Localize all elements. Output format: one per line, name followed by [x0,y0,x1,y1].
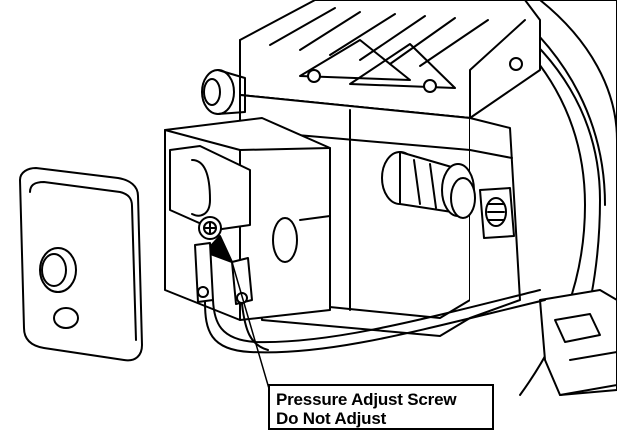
fan-shroud [239,0,541,119]
callout-leader [231,261,271,393]
motor-bracket [539,289,617,396]
rear-port-fitting [201,69,246,115]
callout-line-1: Pressure Adjust Screw [276,390,457,409]
wire-harness [204,289,546,354]
pressure-adjust-screw [198,216,233,263]
wire-clip [479,187,515,239]
button-cover-plate [19,167,143,362]
hose-barb-fitting [381,151,476,219]
callout-line-2: Do Not Adjust [276,409,387,428]
callout-label: Pressure Adjust Screw Do Not Adjust [268,384,494,430]
